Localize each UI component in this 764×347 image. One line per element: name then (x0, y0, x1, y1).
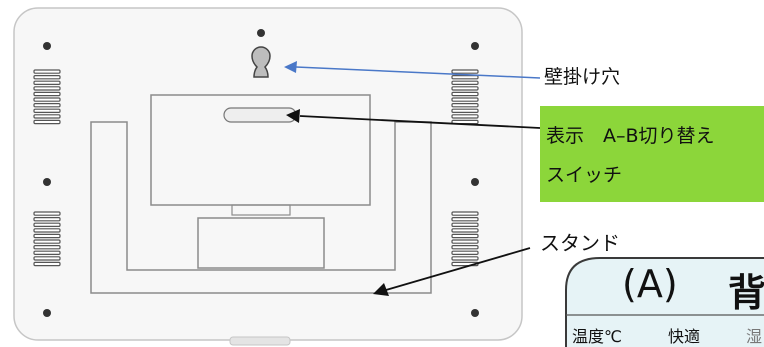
vent-slots (33, 69, 479, 267)
switch-label-line1: 表示 A–B切り替え (546, 125, 715, 147)
vent-slot (33, 69, 61, 74)
screw-icon (471, 42, 479, 50)
stand-outline (90, 121, 432, 294)
vent-slot (33, 233, 61, 239)
panel-row-temperature: 温度℃ (572, 327, 622, 346)
ab-switch (223, 107, 297, 123)
keyhole-icon (251, 46, 271, 78)
screw-icon (257, 29, 265, 37)
vent-slot (33, 97, 61, 102)
arrowhead-icon (373, 283, 389, 296)
vent-slot (451, 69, 479, 74)
vent-slot (33, 228, 61, 233)
vent-slot (451, 222, 479, 227)
vent-slot (451, 108, 479, 113)
panel-title-a: (A) (622, 262, 678, 306)
vent-slot (451, 239, 479, 244)
screw-icon (43, 178, 51, 186)
vent-slot (451, 91, 479, 97)
panel-row-comfort: 快適 (668, 327, 701, 346)
vent-slot (33, 261, 61, 267)
vent-slot (33, 211, 61, 216)
screw-icon (43, 309, 51, 317)
vent-slot (451, 102, 479, 108)
vent-slot (33, 119, 61, 125)
vent-slot (33, 245, 61, 250)
vent-slot (451, 97, 479, 102)
vent-slot (451, 74, 479, 80)
vent-slot (451, 245, 479, 250)
screw-icon (471, 178, 479, 186)
display-panel (565, 257, 764, 347)
vent-slot (33, 86, 61, 91)
vent-slot (33, 222, 61, 227)
stand-latch (197, 217, 325, 269)
vent-slot (33, 102, 61, 108)
vent-slot (451, 256, 479, 261)
wall-hole-label: 壁掛け穴 (544, 66, 621, 88)
vent-slot (451, 80, 479, 85)
vent-slot (33, 80, 61, 85)
vent-slot (33, 74, 61, 80)
vent-slot (451, 228, 479, 233)
vent-slot (451, 250, 479, 255)
vent-slot (33, 217, 61, 222)
vent-slot (33, 256, 61, 261)
arrowhead-icon (286, 109, 300, 123)
vent-slot (451, 86, 479, 91)
switch-callout-highlight (540, 106, 764, 202)
stand-label: スタンド (540, 231, 620, 255)
vent-slot (33, 108, 61, 113)
arrowhead-icon (284, 61, 297, 73)
vent-slot (33, 239, 61, 244)
screw-icon (471, 309, 479, 317)
vent-slot (451, 211, 479, 216)
vent-slot (451, 217, 479, 222)
screw-icon (43, 42, 51, 50)
vent-slot (451, 233, 479, 239)
vent-slot (33, 250, 61, 255)
vent-slot (451, 114, 479, 119)
switch-label-line2: スイッチ (546, 164, 623, 186)
panel-title-b: 背 (728, 271, 764, 315)
panel-row-humidity: 湿 (746, 327, 763, 346)
vent-slot (33, 114, 61, 119)
vent-slot (33, 91, 61, 97)
